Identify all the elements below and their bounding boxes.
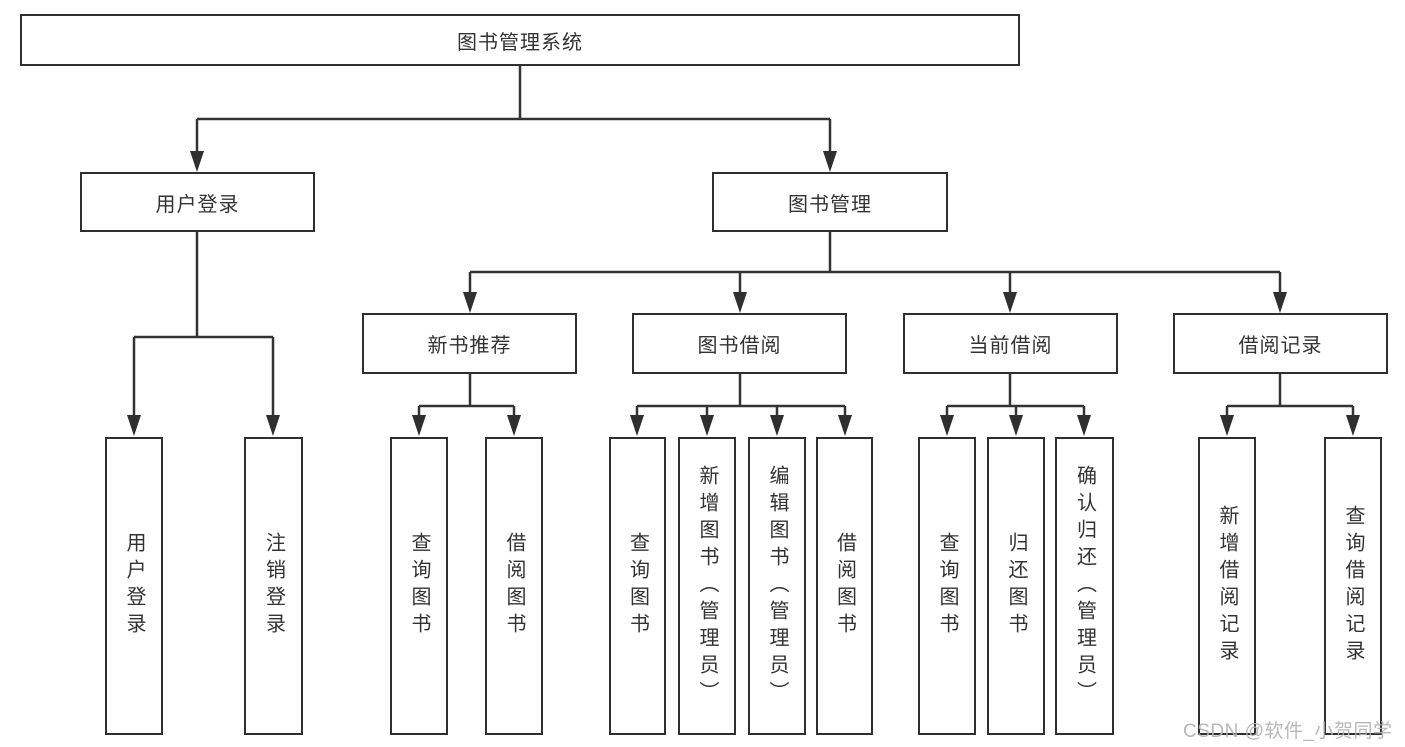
leaf-nbr-query-books-label: 查询图书 (408, 532, 430, 640)
leaf-cb-query-books-label: 查询图书 (936, 532, 958, 640)
node-book-borrow: 图书借阅 (632, 313, 847, 374)
connector-bookborrow-to-leaves (635, 374, 847, 416)
node-current-borrow: 当前借阅 (903, 313, 1118, 374)
leaf-bb-edit-books-admin-label: 编辑图书（管理员） (766, 464, 788, 708)
leaf-bb-edit-books-admin: 编辑图书（管理员） (748, 437, 806, 735)
node-current-borrow-label: 当前借阅 (968, 335, 1053, 357)
leaf-cb-confirm-return-admin: 确认归还（管理员） (1055, 437, 1114, 735)
node-new-book-recommend-label: 新书推荐 (427, 335, 512, 357)
leaf-br-query-record-label: 查询借阅记录 (1342, 505, 1364, 667)
connector-currentborrow-to-leaves (945, 374, 1086, 416)
leaf-cb-return-books: 归还图书 (987, 437, 1045, 735)
leaf-br-add-record-label: 新增借阅记录 (1216, 505, 1238, 667)
leaf-nbr-borrow-books-label: 借阅图书 (503, 532, 525, 640)
leaf-bb-add-books-admin: 新增图书（管理员） (678, 437, 736, 735)
node-user-login: 用户登录 (80, 172, 315, 232)
node-book-borrow-label: 图书借阅 (697, 335, 782, 357)
leaf-logout-label: 注销登录 (262, 532, 285, 640)
node-new-book-recommend: 新书推荐 (362, 313, 577, 374)
leaf-bb-add-books-admin-label: 新增图书（管理员） (696, 464, 718, 708)
leaf-user-login-label: 用户登录 (123, 532, 145, 640)
node-book-management: 图书管理 (712, 172, 948, 232)
node-root-label: 图书管理系统 (457, 31, 583, 54)
watermark: CSDN @软件_小贺同学 (1183, 721, 1393, 742)
leaf-bb-query-books: 查询图书 (609, 437, 666, 735)
connector-newbookrec-to-leaves (417, 374, 516, 416)
leaf-bb-borrow-books: 借阅图书 (816, 437, 873, 735)
leaf-user-login: 用户登录 (105, 437, 163, 735)
connector-userlogin-to-leaves (132, 232, 275, 416)
node-borrow-records: 借阅记录 (1173, 313, 1388, 374)
leaf-br-add-record: 新增借阅记录 (1198, 437, 1256, 735)
node-borrow-records-label: 借阅记录 (1238, 335, 1323, 357)
leaf-cb-query-books: 查询图书 (918, 437, 976, 735)
node-root: 图书管理系统 (20, 14, 1020, 66)
leaf-nbr-borrow-books: 借阅图书 (485, 437, 543, 735)
leaf-cb-confirm-return-admin-label: 确认归还（管理员） (1073, 464, 1096, 708)
leaf-bb-borrow-books-label: 借阅图书 (833, 532, 856, 640)
node-user-login-label: 用户登录 (155, 193, 240, 216)
leaf-nbr-query-books: 查询图书 (390, 437, 448, 735)
node-book-management-label: 图书管理 (788, 193, 872, 216)
arrowhead-icons (127, 151, 1360, 436)
leaf-br-query-record: 查询借阅记录 (1324, 437, 1382, 735)
leaf-bb-query-books-label: 查询图书 (626, 532, 649, 640)
leaf-logout: 注销登录 (244, 437, 303, 735)
connector-borrowrecords-to-leaves (1225, 374, 1355, 416)
connector-bookmgmt-to-level3 (468, 232, 1282, 293)
leaf-cb-return-books-label: 归还图书 (1005, 532, 1027, 640)
connector-root-to-level2 (195, 66, 832, 152)
